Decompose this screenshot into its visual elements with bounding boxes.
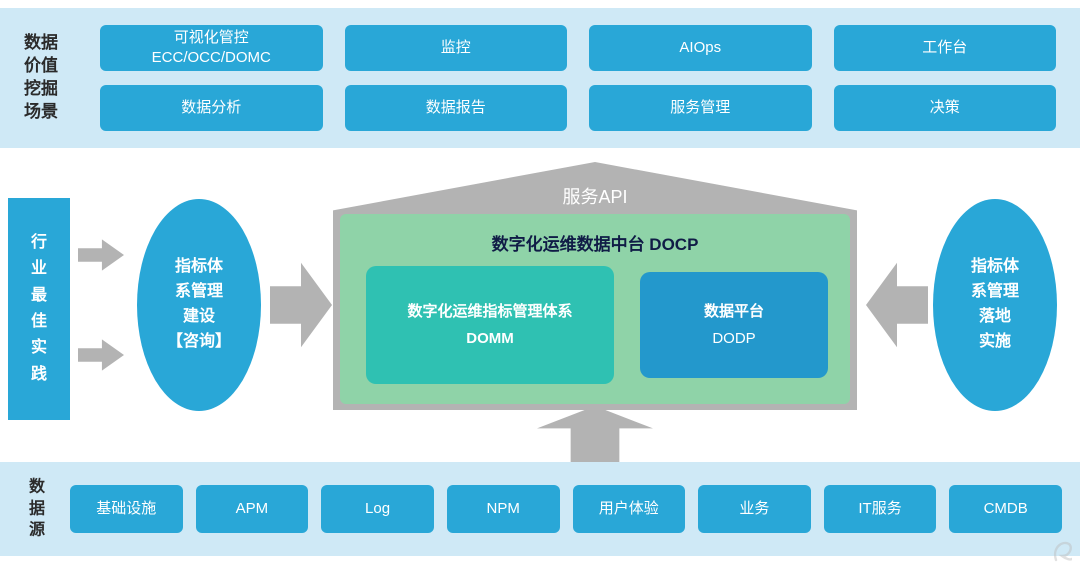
source-box-apm: APM — [195, 485, 309, 533]
scenario-box-visual-control: 可视化管控 ECC/OCC/DOMC — [100, 25, 323, 71]
source-box-it-service: IT服务 — [823, 485, 937, 533]
arrow-right-big-icon — [270, 262, 332, 348]
bottom-band-label: 数 据 源 — [28, 478, 45, 539]
service-api-label: 服务API — [562, 187, 628, 207]
source-box-infrastructure: 基础设施 — [70, 485, 183, 533]
top-scenarios-grid: 可视化管控 ECC/OCC/DOMC 监控 AIOps 工作台 数据分析 数据报… — [100, 8, 1056, 148]
dodp-box: 数据平台 DODP — [640, 272, 828, 378]
industry-best-practice-bar: 行 业 最 佳 实 践 — [8, 198, 70, 420]
dodp-title: 数据平台 — [703, 303, 764, 320]
arrow-up-icon — [537, 406, 653, 462]
top-band-label: 数据 价值 挖掘 场景 — [24, 33, 58, 121]
source-box-log: Log — [321, 485, 434, 533]
arrow-right-small-top-icon — [78, 239, 124, 271]
top-scenarios-band: 数据 价值 挖掘 场景 可视化管控 ECC/OCC/DOMC 监控 AIOps … — [0, 8, 1080, 148]
data-sources-grid: 基础设施 APM Log NPM 用户体验 业务 IT服务 CMDB — [70, 485, 1062, 533]
scenario-box-data-report: 数据报告 — [344, 85, 567, 131]
arrow-right-small-bottom-icon — [78, 339, 124, 371]
consulting-ellipse: 指标体 系管理 建设 【咨询】 — [137, 199, 261, 411]
source-box-business: 业务 — [698, 485, 811, 533]
source-box-npm: NPM — [446, 485, 560, 533]
domm-title: 数字化运维指标管理体系 — [407, 303, 573, 320]
arrow-left-big-icon — [866, 262, 928, 348]
domm-subtitle: DOMM — [466, 330, 514, 347]
scenario-box-workbench: 工作台 — [833, 25, 1056, 71]
source-box-cmdb: CMDB — [949, 485, 1062, 533]
docp-platform-title: 数字化运维数据中台 DOCP — [491, 235, 699, 254]
watermark-logo-icon — [1026, 538, 1074, 564]
scenario-box-service-mgmt: 服务管理 — [589, 85, 812, 131]
scenario-box-decision: 决策 — [833, 85, 1056, 131]
implementation-ellipse: 指标体 系管理 落地 实施 — [933, 199, 1057, 411]
scenario-box-aiops: AIOps — [589, 25, 812, 71]
dodp-subtitle: DODP — [712, 330, 756, 347]
scenario-box-monitoring: 监控 — [344, 25, 567, 71]
domm-box: 数字化运维指标管理体系 DOMM — [366, 266, 614, 384]
source-box-user-experience: 用户体验 — [572, 485, 686, 533]
docp-platform-container: 数字化运维数据中台 DOCP 数字化运维指标管理体系 DOMM 数据平台 DOD… — [340, 214, 850, 404]
scenario-box-data-analysis: 数据分析 — [100, 85, 323, 131]
data-sources-band: 数 据 源 基础设施 APM Log NPM 用户体验 业务 IT服务 CMDB — [0, 462, 1080, 556]
